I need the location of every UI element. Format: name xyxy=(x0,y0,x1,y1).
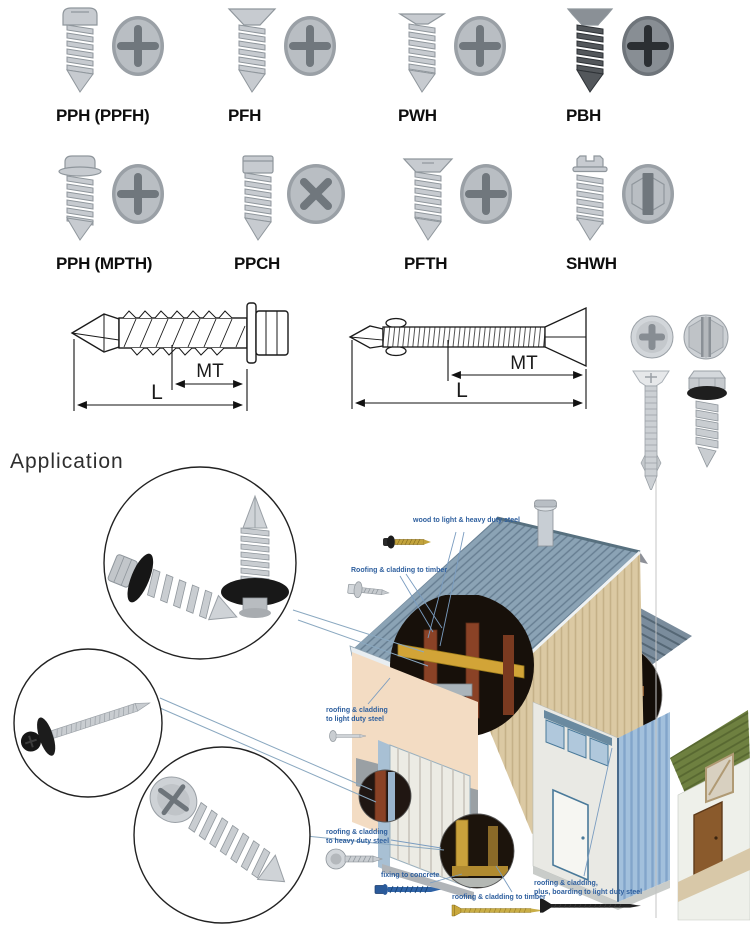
inset-circle-1 xyxy=(103,466,297,660)
screw-type-label: PPH (PPFH) xyxy=(56,106,150,125)
callout-boarding: roofing & cladding, plus, boarding to li… xyxy=(534,879,642,897)
screw-type-item-pph-ppfh: PPH (PPFH) xyxy=(50,4,220,134)
corner-cutaway xyxy=(359,770,411,822)
hex-screw-dimensions xyxy=(73,339,248,411)
screw-type-label: PFTH xyxy=(404,254,448,273)
callout-text: roofing & cladding xyxy=(326,829,388,836)
screw-photo-pfth xyxy=(398,152,548,252)
csk-screw-diagram xyxy=(348,306,587,368)
screw-type-label: PBH xyxy=(566,106,601,125)
corner-cutaway-outline xyxy=(358,769,412,823)
green-roof-house xyxy=(670,710,750,921)
screw-photo-ppch xyxy=(228,152,378,252)
csk-screw-dimensions xyxy=(351,340,587,409)
tech-drawing-section: MT L MT L xyxy=(70,302,729,490)
callout-screw-icon-light-steel xyxy=(329,730,367,742)
inset-1-standing-screw xyxy=(221,494,289,618)
screw-type-label: SHWH xyxy=(566,254,617,273)
inset-1-lying-screw xyxy=(107,553,238,621)
callout-screw-icon-wood-steel xyxy=(383,535,431,549)
l-dimension-label-2: L xyxy=(456,379,468,402)
callout-wood-steel: wood to light & heavy duty steel xyxy=(413,516,520,525)
inset-circle-2 xyxy=(13,648,163,798)
house-illustration xyxy=(13,466,750,924)
screw-photo-pph-mpth xyxy=(50,152,200,252)
screw-type-item-pwh: PWH xyxy=(392,4,562,134)
callout-text: Roofing & cladding to timber xyxy=(351,567,448,574)
inset-circle-3 xyxy=(133,746,311,924)
application-title: Application xyxy=(10,450,124,473)
screw-type-label: PWH xyxy=(398,106,437,125)
callout-screw-icon-boarding xyxy=(540,899,641,913)
callout-roof-timber-bottom: roofing & cladding to timber xyxy=(452,893,546,902)
product-photo-heads xyxy=(630,314,729,360)
screw-type-item-ppch: PPCH xyxy=(228,152,398,282)
callout-text: roofing & cladding xyxy=(326,707,388,714)
right-building xyxy=(532,701,670,910)
mt-dimension-label: MT xyxy=(196,361,224,382)
callout-text: to light duty steel xyxy=(326,716,384,724)
callout-screw-icon-roof-timber-bottom xyxy=(451,904,544,917)
callout-text: to heavy duty steel xyxy=(326,838,390,846)
callout-concrete: fixing to concrete xyxy=(381,871,439,880)
screw-type-item-pbh: PBH xyxy=(560,4,730,134)
screw-photo-pwh xyxy=(392,4,542,104)
hex-screw-diagram xyxy=(70,302,289,364)
screw-type-label: PPCH xyxy=(234,254,281,273)
callout-leader-lines xyxy=(367,531,613,893)
callout-text: roofing & cladding to timber xyxy=(452,894,546,901)
callout-heavy-steel: roofing & cladding to heavy duty steel xyxy=(326,828,389,846)
callout-text: wood to light & heavy duty steel xyxy=(413,517,520,524)
screw-photo-pph-ppfh xyxy=(50,4,200,104)
screw-type-item-pph-mpth: PPH (MPTH) xyxy=(50,152,220,282)
callout-screw-icon-roof-timber-top xyxy=(347,581,390,599)
screw-photo-pbh xyxy=(560,4,710,104)
callout-text: roofing & cladding, xyxy=(534,880,598,887)
inset-3-csk-screw xyxy=(149,776,286,883)
screw-photo-pfh xyxy=(222,4,372,104)
callout-text: plus, boarding to light duty steel xyxy=(534,889,643,897)
lower-cutaway-outline xyxy=(439,813,515,889)
callout-screw-icon-concrete xyxy=(374,884,441,895)
callout-text: fixing to concrete xyxy=(381,872,440,879)
screw-type-item-shwh: SHWH xyxy=(560,152,730,282)
screw-type-item-pfh: PFH xyxy=(222,4,392,134)
screw-photo-shwh xyxy=(560,152,710,252)
callout-roof-timber-top: Roofing & cladding to timber xyxy=(351,566,447,575)
inset-2-long-screw xyxy=(20,702,151,756)
inset-connector-lines xyxy=(159,609,445,851)
screw-type-label: PFH xyxy=(228,106,262,125)
screw-type-item-pfth: PFTH xyxy=(398,152,568,282)
chimney xyxy=(534,499,557,547)
product-photo-screws xyxy=(632,370,727,490)
callout-screw-icon-heavy-steel xyxy=(325,848,383,870)
screw-type-label: PPH (MPTH) xyxy=(56,254,153,273)
l-dimension-label: L xyxy=(151,381,163,404)
callout-light-steel: roofing & cladding to light duty steel xyxy=(326,706,388,724)
mt-dimension-label-2: MT xyxy=(510,353,538,374)
